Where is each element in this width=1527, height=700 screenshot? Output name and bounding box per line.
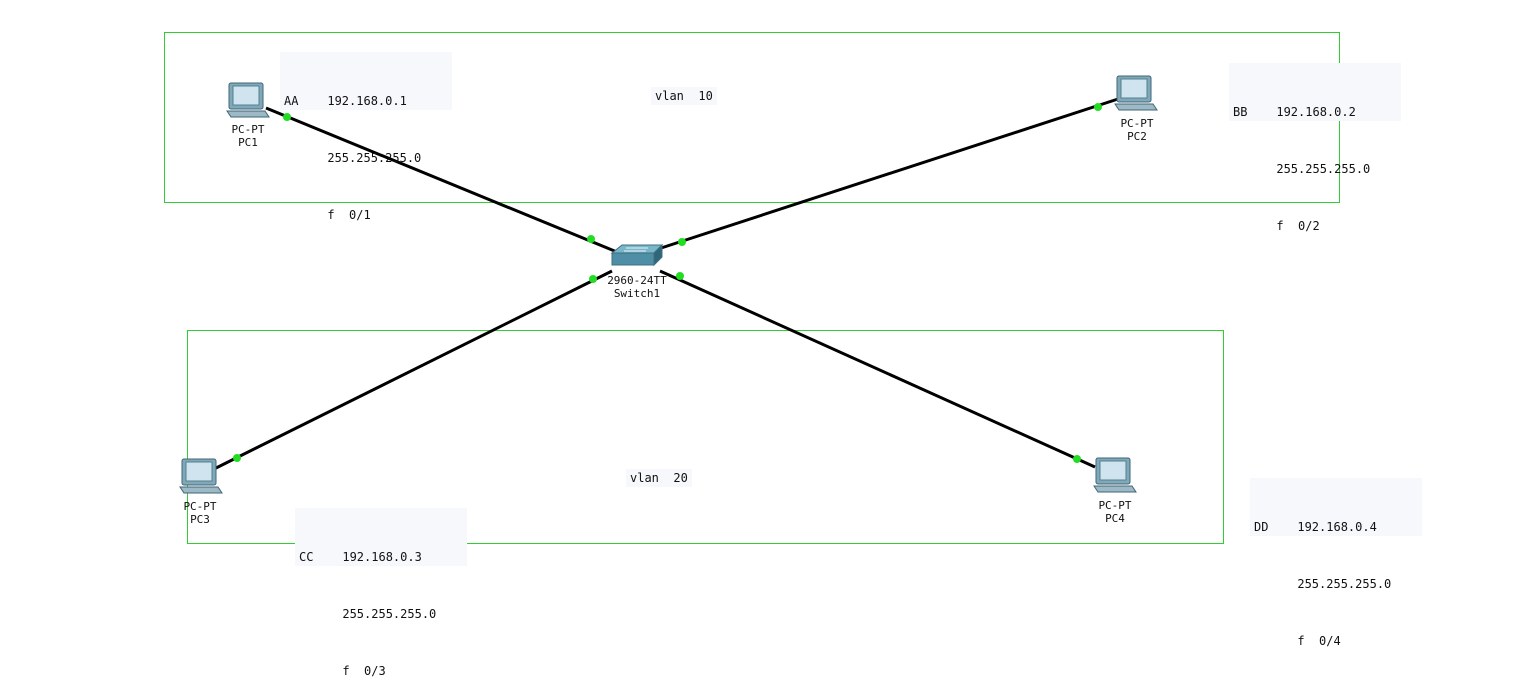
pc4-model: PC-PT bbox=[1098, 499, 1132, 512]
note-bb[interactable]: BB 192.168.0.2 255.255.255.0 f 0/2 bbox=[1229, 63, 1401, 233]
pc3-name: PC3 bbox=[190, 513, 210, 526]
note-aa[interactable]: AA 192.168.0.1 255.255.255.0 f 0/1 bbox=[280, 52, 452, 222]
port-dot-pc2 bbox=[1094, 103, 1102, 111]
note-aa-line2: 255.255.255.0 bbox=[284, 151, 422, 165]
pc2-name: PC2 bbox=[1127, 130, 1147, 143]
note-cc[interactable]: CC 192.168.0.3 255.255.255.0 f 0/3 bbox=[295, 508, 467, 678]
vlan10-label[interactable]: vlan 10 bbox=[651, 87, 717, 105]
pc4-label: PC-PT PC4 bbox=[1075, 499, 1155, 525]
pc3-model: PC-PT bbox=[183, 500, 217, 513]
pc4-icon[interactable] bbox=[1093, 457, 1137, 493]
note-dd-line1: DD 192.168.0.4 bbox=[1254, 520, 1377, 534]
note-dd[interactable]: DD 192.168.0.4 255.255.255.0 f 0/4 bbox=[1250, 478, 1422, 648]
pc1-icon[interactable] bbox=[226, 82, 270, 118]
pc3-label: PC-PT PC3 bbox=[160, 500, 240, 526]
switch-icon[interactable] bbox=[610, 243, 664, 267]
pc1-model: PC-PT bbox=[231, 123, 265, 136]
pc2-icon[interactable] bbox=[1114, 75, 1158, 111]
topology-canvas bbox=[164, 32, 1340, 544]
pc2-label: PC-PT PC2 bbox=[1097, 117, 1177, 143]
vlan20-label[interactable]: vlan 20 bbox=[626, 469, 692, 487]
port-dot-pc1 bbox=[283, 113, 291, 121]
note-bb-line1: BB 192.168.0.2 bbox=[1233, 105, 1356, 119]
note-bb-line2: 255.255.255.0 bbox=[1233, 162, 1371, 176]
port-dot-switch-fa01 bbox=[587, 235, 595, 243]
port-dot-switch-fa04 bbox=[676, 272, 684, 280]
pc1-name: PC1 bbox=[238, 136, 258, 149]
switch-name: Switch1 bbox=[613, 287, 661, 300]
port-dot-switch-fa02 bbox=[678, 238, 686, 246]
pc2-model: PC-PT bbox=[1120, 117, 1154, 130]
switch-label: 2960-24TT Switch1 bbox=[597, 274, 677, 300]
link-pc4-switch[interactable] bbox=[659, 269, 1096, 469]
note-cc-line2: 255.255.255.0 bbox=[299, 607, 437, 621]
port-dot-pc3 bbox=[233, 454, 241, 462]
port-dot-pc4 bbox=[1073, 455, 1081, 463]
pc3-icon[interactable] bbox=[179, 458, 223, 494]
vlan20-area-box[interactable] bbox=[187, 330, 1224, 544]
note-dd-line3: f 0/4 bbox=[1254, 634, 1341, 648]
note-aa-line1: AA 192.168.0.1 bbox=[284, 94, 407, 108]
note-dd-line2: 255.255.255.0 bbox=[1254, 577, 1392, 591]
note-bb-line3: f 0/2 bbox=[1233, 219, 1320, 233]
port-dot-switch-fa03 bbox=[589, 275, 597, 283]
note-cc-line3: f 0/3 bbox=[299, 664, 386, 678]
pc1-label: PC-PT PC1 bbox=[208, 123, 288, 149]
link-pc1-switch[interactable] bbox=[265, 106, 618, 254]
note-cc-line1: CC 192.168.0.3 bbox=[299, 550, 422, 564]
switch-model: 2960-24TT bbox=[607, 274, 667, 287]
pc4-name: PC4 bbox=[1105, 512, 1125, 525]
link-pc3-switch[interactable] bbox=[211, 269, 613, 472]
note-aa-line3: f 0/1 bbox=[284, 208, 371, 222]
link-pc2-switch[interactable] bbox=[654, 97, 1119, 252]
